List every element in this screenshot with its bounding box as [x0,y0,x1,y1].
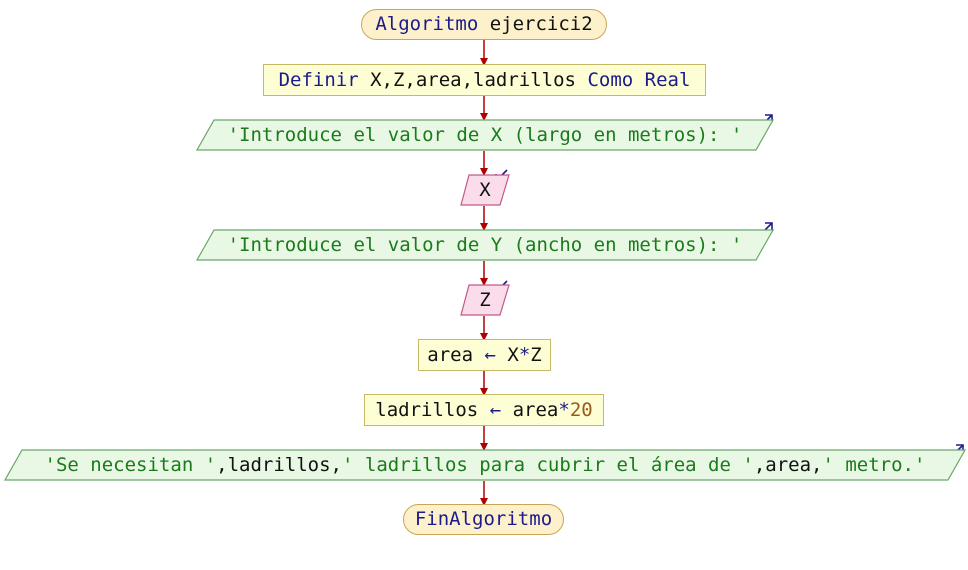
algorithm-name: ejercici2 [489,13,593,35]
output-string: 'Se necesitan ' [44,453,217,476]
assign-arrow-icon: ← [484,343,496,366]
variable-list: X,Z,area,ladrillos [370,68,576,91]
define-node: Definir X,Z,area,ladrillos Como Real [263,64,706,96]
expr-operand: area [512,398,559,421]
start-node: Algoritmo ejercici2 [361,9,607,40]
assign-node: area ← X*Z [418,339,551,371]
output-node: 'Se necesitan ',ladrillos,' ladrillos pa… [4,449,966,481]
comma-separator: , [811,453,823,476]
end-node: FinAlgoritmo [403,504,564,535]
output-variable: ladrillos [227,453,331,476]
output-node: 'Introduce el valor de X (largo en metro… [196,119,774,151]
number-literal: 20 [569,398,593,421]
assign-arrow-icon: ← [489,398,502,421]
output-text: 'Introduce el valor de Y (ancho en metro… [227,233,743,256]
comma-separator: , [216,453,228,476]
output-node: 'Introduce el valor de Y (ancho en metro… [196,229,774,261]
input-variable: X [479,178,491,201]
input-node: X [460,174,510,206]
multiply-operator: * [558,398,570,421]
output-string: ' ladrillos para cubrir el área de ' [342,453,754,476]
comma-separator: , [330,453,342,476]
output-text: 'Introduce el valor de X (largo en metro… [227,123,743,146]
output-variable: area [765,453,812,476]
assign-target: area [427,343,474,366]
algoritmo-keyword: Algoritmo [375,13,479,35]
finalgoritmo-keyword: FinAlgoritmo [414,508,553,530]
output-string: ' metro.' [822,453,926,476]
input-node: Z [460,284,510,316]
assign-node: ladrillos ← area*20 [364,394,604,426]
type-keyword: Real [644,68,691,91]
multiply-operator: * [518,343,531,366]
expr-operand: X [507,343,519,366]
definir-keyword: Definir [278,68,359,91]
assign-target: ladrillos [375,398,479,421]
como-keyword: Como [587,68,634,91]
input-variable: Z [479,288,491,311]
comma-separator: , [753,453,766,476]
expr-operand: Z [530,343,542,366]
